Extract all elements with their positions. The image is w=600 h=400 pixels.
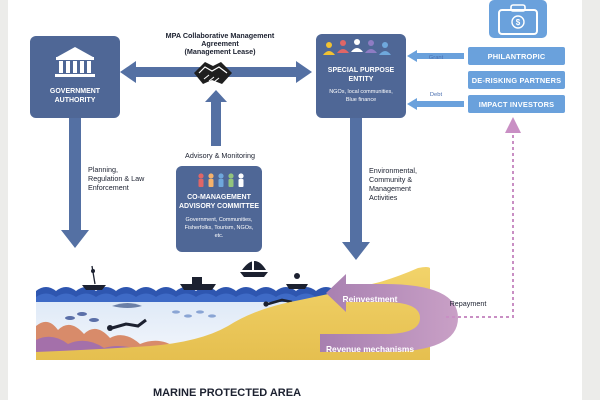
special-purpose-entity-box: SPECIAL PURPOSE ENTITY NGOs, local commu… xyxy=(316,34,406,118)
spe-line2: ENTITY xyxy=(349,76,374,83)
diver-icon xyxy=(263,298,293,307)
agreement-line3: (Management Lease) xyxy=(184,47,256,56)
people-icon xyxy=(323,39,391,55)
mpa-title: MARINE PROTECTED AREA xyxy=(153,387,301,399)
svg-text:$: $ xyxy=(516,18,521,27)
briefcase-money-icon: $ xyxy=(489,0,547,38)
co-management-committee-box: CO-MANAGEMENT ADVISORY COMMITTEE Governm… xyxy=(176,166,262,252)
committee-sub2: Fisherfolks, Tourism, NGOs, xyxy=(185,225,254,231)
government-authority-box: GOVERNMENT AUTHORITY xyxy=(30,36,120,118)
reinvestment-label: Reinvestment xyxy=(343,294,398,304)
government-authority-line2: AUTHORITY xyxy=(55,97,96,104)
planning-down-arrow xyxy=(61,118,89,248)
agreement-line2: Agreement xyxy=(201,39,239,48)
activities-line1: Environmental, xyxy=(369,166,417,175)
agreement-line1: MPA Collaborative Management xyxy=(166,31,275,40)
committee-line1: CO-MANAGEMENT xyxy=(187,194,251,201)
spe-line1: SPECIAL PURPOSE xyxy=(328,67,395,74)
funder-impact-investors: IMPACT INVESTORS xyxy=(468,95,565,113)
reinvestment-loop xyxy=(320,274,458,352)
activities-line3: Management xyxy=(369,184,411,193)
dolphin-icon xyxy=(112,303,142,308)
committee-line2: ADVISORY COMMITTEE xyxy=(179,203,259,210)
funder-philanthropic: PHILANTROPIC xyxy=(468,47,565,65)
funder-label-0: PHILANTROPIC xyxy=(488,52,546,61)
sailboat-icon xyxy=(240,256,268,277)
committee-sub1: Government, Communities, xyxy=(186,217,253,223)
fish-icon xyxy=(65,310,216,322)
diver-icon xyxy=(107,318,147,331)
people-icon xyxy=(198,173,244,187)
sailboat-icon xyxy=(286,273,308,289)
sailboat-icon xyxy=(180,277,216,290)
planning-line3: Enforcement xyxy=(88,183,129,192)
diagram-slide: GOVERNMENT AUTHORITY MPA Collaborative M… xyxy=(8,0,582,400)
revenue-mechanisms-label: Revenue mechanisms xyxy=(326,344,414,354)
mpa-financing-diagram: GOVERNMENT AUTHORITY MPA Collaborative M… xyxy=(30,0,565,399)
bank-icon xyxy=(55,47,95,77)
funder-de-risking-partners: DE-RISKING PARTNERS xyxy=(468,71,565,89)
repayment-arrow xyxy=(446,117,521,318)
advisory-label: Advisory & Monitoring xyxy=(185,151,255,160)
sailboat-icon xyxy=(82,265,106,290)
activities-down-arrow xyxy=(342,118,370,260)
funder-label-1: DE-RISKING PARTNERS xyxy=(472,76,561,85)
planning-line2: Regulation & Law xyxy=(88,174,145,183)
debt-label: Debt xyxy=(430,92,443,98)
debt-arrow xyxy=(407,98,464,110)
funder-label-2: IMPACT INVESTORS xyxy=(479,100,555,109)
committee-sub3: etc. xyxy=(215,233,224,239)
spe-sub1: NGOs, local communities, xyxy=(329,89,393,95)
handshake-icon xyxy=(194,62,232,84)
activities-line4: Activities xyxy=(369,193,398,202)
repayment-label: Repayment xyxy=(450,299,487,308)
advisory-up-arrow xyxy=(205,90,227,146)
government-authority-line1: GOVERNMENT xyxy=(50,88,101,95)
planning-line1: Planning, xyxy=(88,165,118,174)
grant-label: Grant xyxy=(429,55,444,61)
grant-arrow xyxy=(407,50,464,62)
spe-sub2: Blue finance xyxy=(346,97,376,103)
activities-line2: Community & xyxy=(369,175,412,184)
